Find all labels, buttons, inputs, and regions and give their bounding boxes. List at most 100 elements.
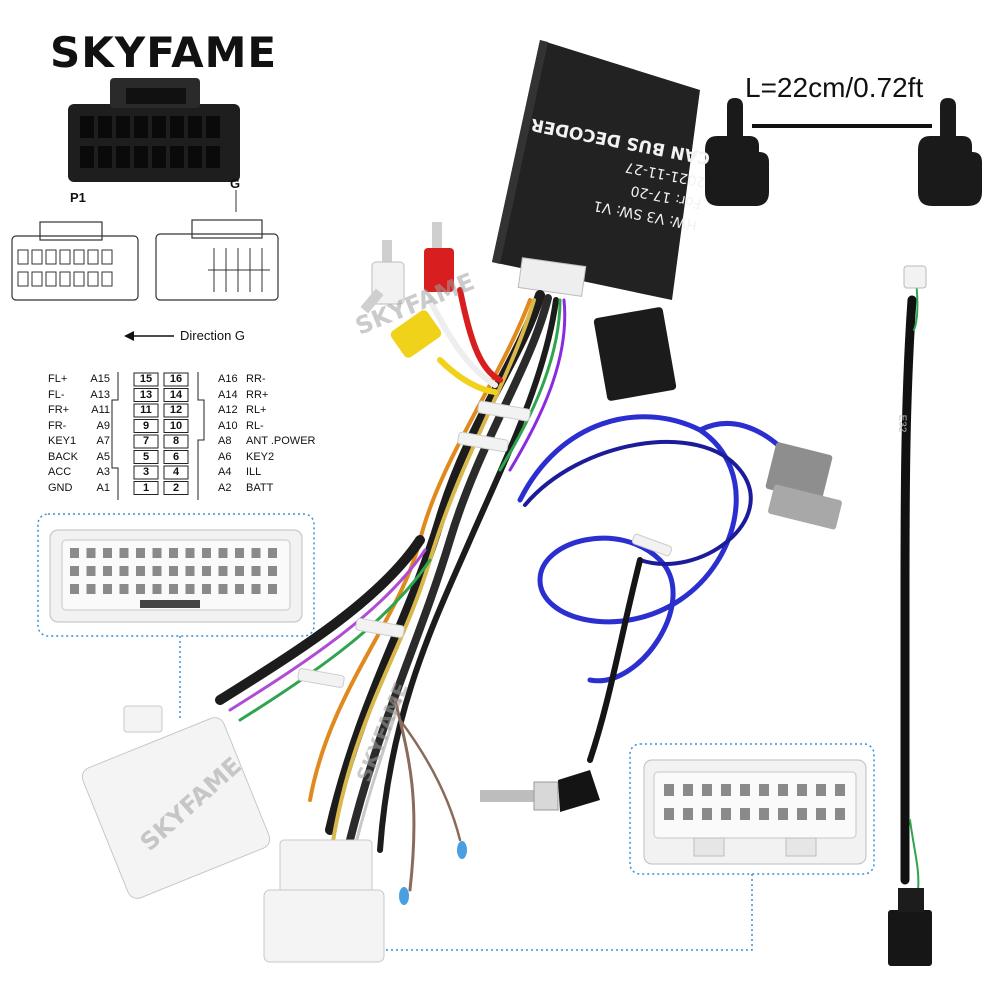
connector-pin-slot [235,584,244,594]
connector-line-drawings [11,190,279,301]
connector-pin-slot [778,808,788,820]
pin-right-name: RR- [246,373,266,385]
connector-pin-slot [152,584,162,594]
pin-box [133,450,159,464]
pin-box [133,372,159,387]
dotted-frame-left [37,513,315,637]
connector-pin-slot [119,548,129,558]
pin-left-code: A11 [91,404,110,416]
connector-pin-slot [235,548,244,558]
pin-box [133,434,159,449]
pin-box [133,388,159,402]
pin-right-name: KEY2 [246,450,275,463]
connector-pin-slot [70,566,79,576]
pin-left-name: FR+ [48,404,70,416]
rca-plugs [360,222,454,358]
pin-number: 16 [169,373,183,385]
pin-right-code: A8 [218,435,232,447]
pin-right-name: ANT .POWER [246,435,316,447]
pin-left-code: A3 [96,466,110,478]
connector-pin-slot [721,784,731,796]
connector-pin-slot [103,566,112,576]
pin-box [163,419,189,433]
connector-pin-slot [136,548,145,558]
can-bus-decoder-box [492,40,700,300]
connector-pin-slot [797,784,807,796]
pin-left-name: FR- [48,419,67,432]
pin-box [163,372,189,387]
connector-pin-slot [169,548,178,558]
connector-pin-slot [797,808,807,820]
wire-tips [399,841,467,905]
wire-bundle [215,279,920,892]
pin-right-name: RR+ [246,388,269,401]
connector-pin-slot [103,584,112,594]
connector-pin-slot [268,566,277,576]
p1-label: P1 [70,190,86,205]
antenna-plug [480,770,600,812]
connector-pin-slot [664,784,674,796]
connector-pin-slot [70,548,79,558]
connector-pin-slot [218,548,228,558]
connector-pin-slot [683,808,693,820]
connector-pin-slot [152,566,162,576]
connector-pin-slot [218,584,228,594]
connector-pin-slot [202,566,211,576]
connector-pin-slot [251,584,261,594]
connector-pin-slot [702,808,712,820]
white-20pin-connector [643,759,867,865]
pin-box [133,403,159,418]
connector-pin-slot [169,566,178,576]
pin-right-name: BATT [246,481,274,494]
pin-number: 15 [139,373,153,385]
pin-number: 11 [140,404,152,416]
pin-number: 5 [142,450,150,463]
connector-pin-slot [683,784,693,796]
g-label: G [230,176,241,191]
pin-box [163,434,189,449]
pin-number: 14 [169,388,183,401]
pinout-boxes [133,372,189,495]
connector-pin-slot [740,808,750,820]
pin-number: 8 [172,435,180,447]
pin-box [133,465,159,480]
pin-right-code: A12 [218,404,238,416]
dotted-frame-right [629,743,875,875]
pin-number: 7 [142,435,150,447]
pin-left-name: FL+ [48,373,68,385]
pin-number: 9 [142,419,150,432]
pin-left-code: A5 [96,450,110,463]
pin-left-code: A15 [90,373,110,385]
black-16pin-connector [68,78,240,182]
pin-box [133,419,159,433]
pin-box [163,450,189,464]
connector-pin-slot [816,784,826,796]
direction-arrow [124,331,174,341]
pin-left-name: ACC [48,466,72,478]
length-label: L=22cm/0.72ft [745,72,924,103]
connector-pin-slot [136,584,145,594]
pin-right-code: A6 [218,450,232,463]
pin-right-code: A10 [218,419,238,432]
black-plug [593,307,677,401]
pin-number: 1 [142,481,150,494]
pin-left-code: A13 [90,388,110,401]
connector-pin-slot [721,808,731,820]
cable-tag: E32 [896,414,908,433]
pin-right-name: RL- [246,419,264,432]
connector-pin-slot [816,808,826,820]
connector-pin-slot [185,584,195,594]
pin-right-code: A4 [218,466,232,478]
pin-number: 2 [172,481,180,494]
connector-pin-slot [86,584,96,594]
pin-left-code: A1 [96,481,110,494]
black-small-connector-right [888,888,932,966]
pin-left-code: A9 [96,419,110,432]
white-harness-connector-left [81,705,271,899]
pin-box [163,388,189,402]
connector-pin-slot [202,584,211,594]
connector-pin-slot [185,566,195,576]
pin-right-name: ILL [246,466,262,478]
pin-left-code: A7 [96,435,110,447]
